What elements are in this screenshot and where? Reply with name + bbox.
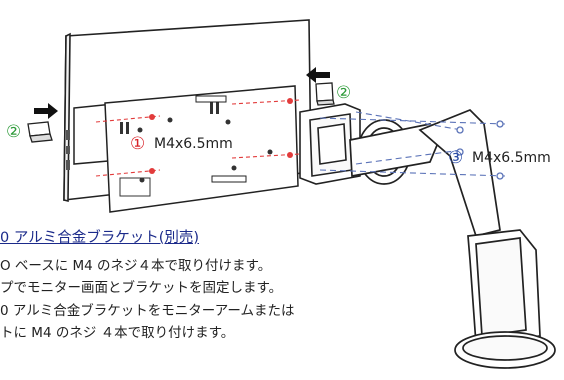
instruction-line-2: プでモニター画面とブラケットを固定します。 xyxy=(0,280,283,296)
screw-right-callout-label: M4x6.5mm xyxy=(472,150,551,166)
screw-center-callout-label: M4x6.5mm xyxy=(154,136,233,152)
arrow-left-icon xyxy=(306,67,330,83)
arrow-right-icon xyxy=(34,103,58,119)
small-bracket-left xyxy=(27,121,53,143)
screw-guides-blue xyxy=(319,111,506,177)
bracket-top-callout-num: ② xyxy=(336,83,351,103)
arm-clamp xyxy=(299,103,361,185)
screw-center-callout-num: ① xyxy=(130,134,145,154)
monitor-arm xyxy=(349,109,556,369)
instruction-line-4: トに M4 のネジ ４本で取り付けます。 xyxy=(0,325,235,341)
screws-blue xyxy=(456,120,504,180)
bracket-left-callout-num: ② xyxy=(6,122,21,142)
instruction-line-3: 0 アルミ合金ブラケットをモニターアームまたは xyxy=(0,303,295,319)
small-bracket-top xyxy=(315,82,335,106)
screw-right-callout-num: ③ xyxy=(448,148,463,168)
screws-red xyxy=(149,98,293,174)
instruction-line-1: O ベースに M4 のネジ４本で取り付けます。 xyxy=(0,258,272,274)
section-heading: 0 アルミ合金ブラケット(別売) xyxy=(0,230,200,246)
